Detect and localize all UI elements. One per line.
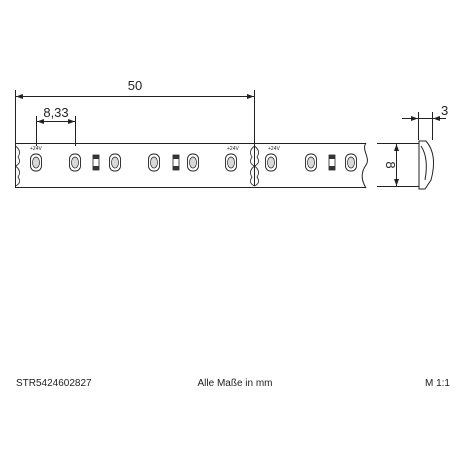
side-profile-inner [420, 145, 427, 181]
units-note: Alle Maße in mm [197, 378, 273, 389]
arrow-head [433, 116, 440, 121]
resistor-chip [328, 154, 336, 171]
resistor-chip [92, 154, 100, 171]
led-chip [305, 153, 317, 172]
dim-label-width: 8 [383, 161, 398, 168]
pad-label: +24V [268, 146, 280, 152]
arrow-head [394, 144, 399, 151]
led-chip [187, 153, 199, 172]
led-chip [345, 153, 357, 172]
dim-label-thickness: 3 [441, 103, 448, 118]
scale-label: M 1:1 [424, 378, 450, 389]
arrow-head [247, 94, 254, 99]
arrow-head [37, 119, 44, 124]
pad-label: +24V [227, 146, 239, 152]
led-chip [30, 153, 42, 172]
led-chip [225, 153, 237, 172]
side-profile [418, 140, 435, 190]
led-chip [109, 153, 121, 172]
arrow-head [411, 116, 418, 121]
led-strip-body [15, 142, 368, 189]
arrow-head [16, 94, 23, 99]
arrow-head [394, 179, 399, 186]
break-line [361, 142, 368, 189]
dim-label-length: 50 [128, 78, 142, 93]
arrow-head [68, 119, 75, 124]
led-chip [148, 153, 160, 172]
led-chip [69, 153, 81, 172]
solder-pads [15, 145, 259, 187]
article-code: STR5424602827 [16, 378, 92, 389]
led-chip [265, 153, 277, 172]
pad-label: +24V [30, 146, 42, 152]
dim-label-pitch: 8,33 [43, 105, 68, 120]
resistor-chip [172, 154, 180, 171]
